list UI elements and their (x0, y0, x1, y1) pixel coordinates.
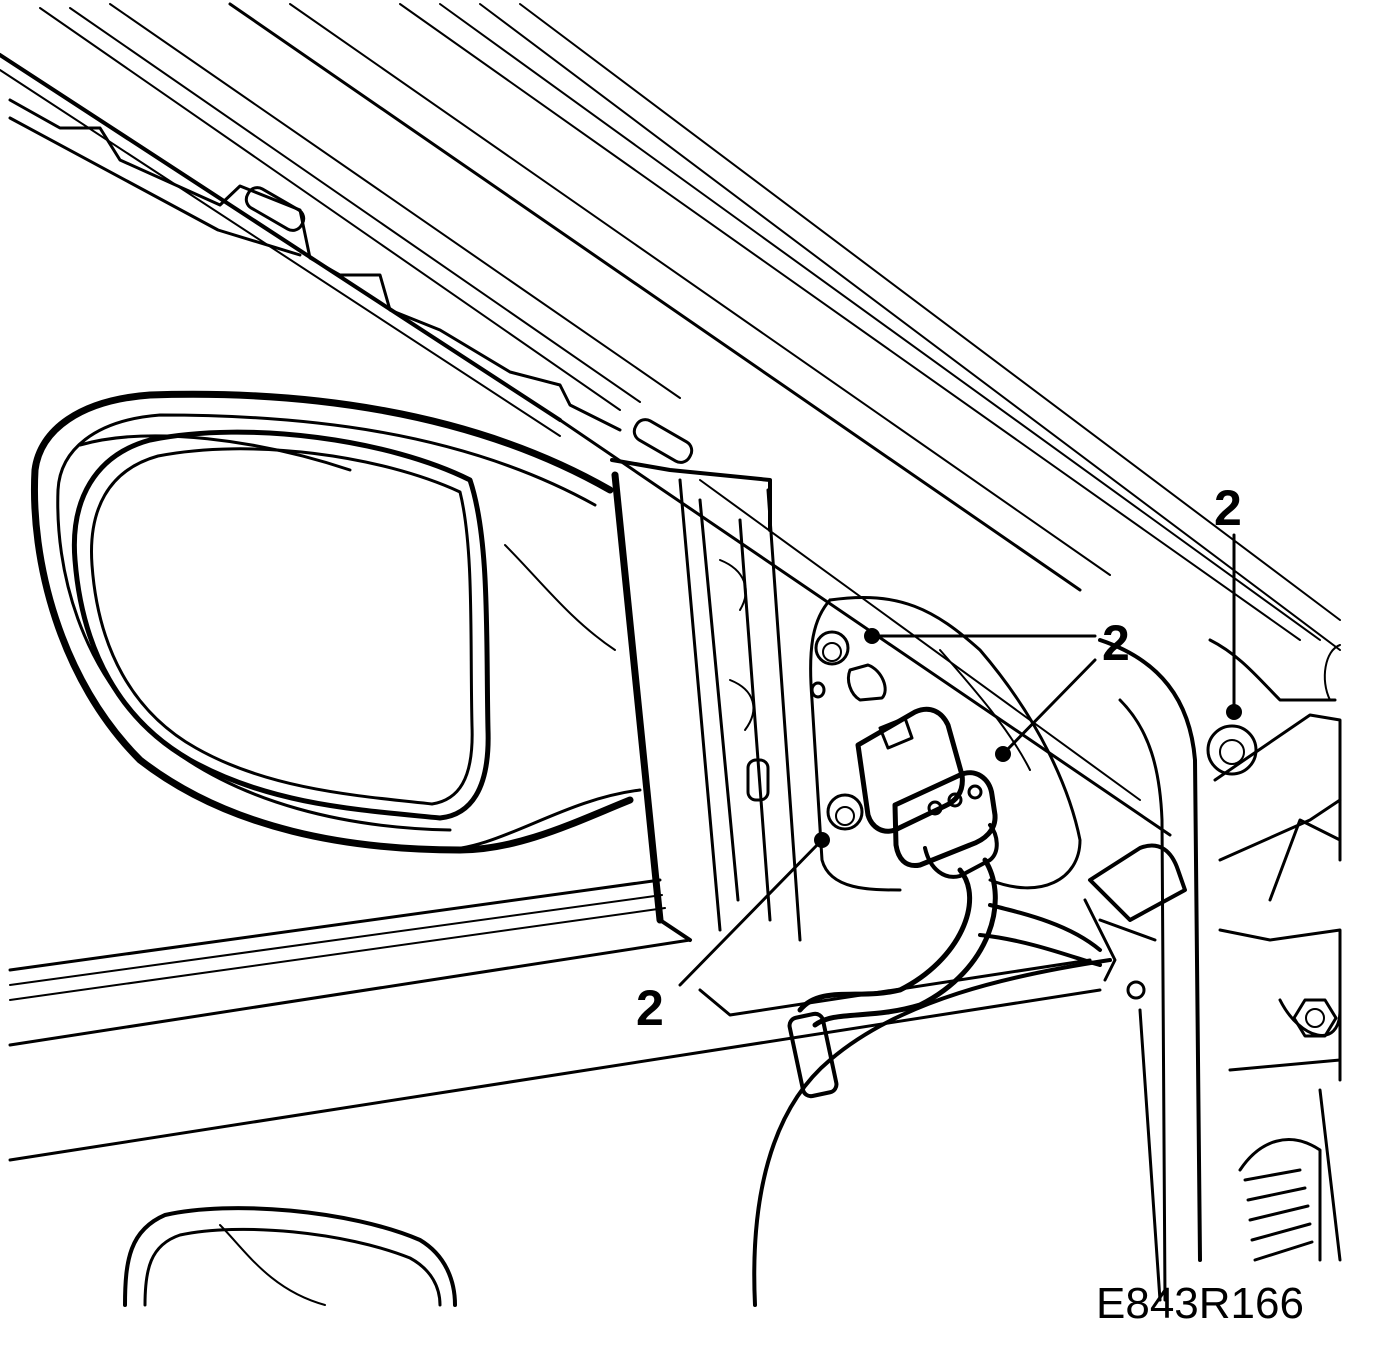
hinge-bolt (1292, 998, 1338, 1038)
electrical-connector (855, 706, 999, 879)
wiring-harness (787, 843, 1187, 1099)
door-body (8, 878, 1112, 1307)
callout-leaders (678, 533, 1242, 987)
window-frame (0, 2, 1341, 837)
leader-dot (814, 832, 830, 848)
leader-dot (995, 746, 1011, 762)
bolt-hole-upper (814, 630, 850, 666)
bolt-hole-lower (826, 793, 864, 831)
leader-dot (1226, 704, 1242, 720)
mirror-housing (31, 390, 642, 854)
door-pillar (1098, 638, 1342, 1302)
bolt-hole-right (1206, 724, 1258, 776)
figure-id: E843R166 (1096, 1279, 1304, 1328)
mounting-plate (809, 596, 1082, 892)
callout-label-upper-right: 2 (1214, 480, 1242, 536)
leader-dot (864, 628, 880, 644)
callout-label-lower-left: 2 (636, 980, 664, 1036)
callout-label-middle-right: 2 (1102, 615, 1130, 671)
mounting-bracket (610, 458, 802, 942)
